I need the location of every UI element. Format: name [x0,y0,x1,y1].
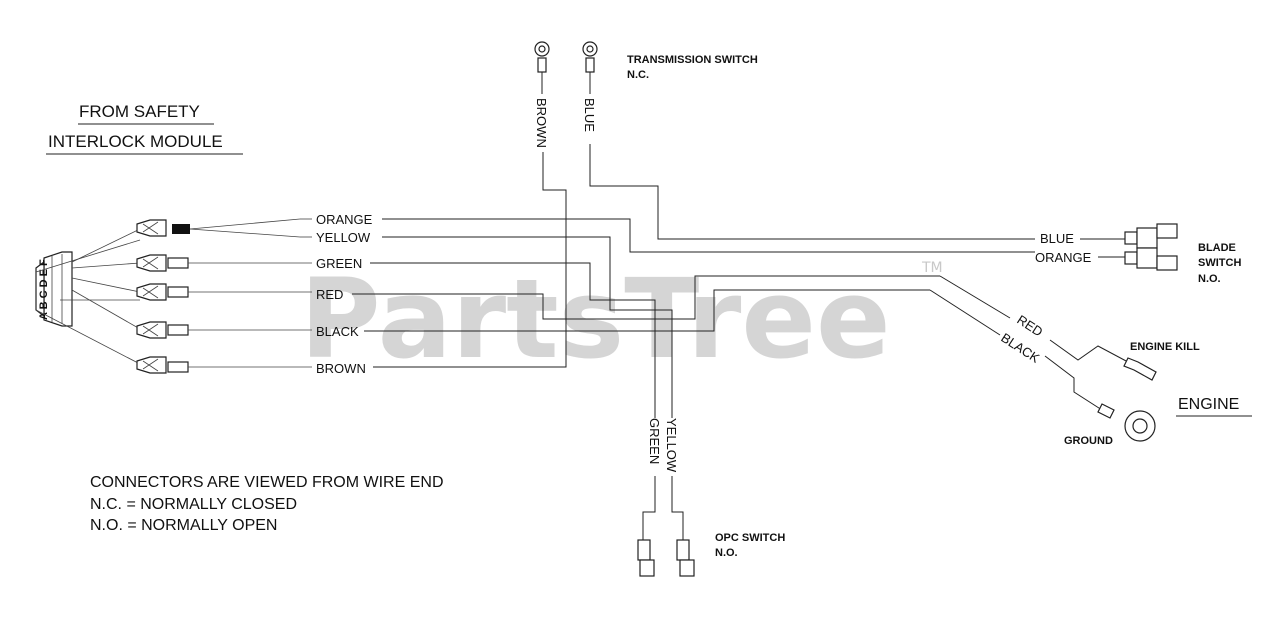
blade-switch: BLUE ORANGE BLADE SWITCH N.O. [1035,223,1241,285]
engine-harness: RED BLACK ENGINE KILL GROUND ENGINE [929,275,1252,447]
blade-switch-label-1: BLADE [1198,242,1236,254]
module-title-line1: FROM SAFETY [79,102,200,121]
module-title: FROM SAFETY INTERLOCK MODULE [46,102,243,155]
blade-switch-label-3: N.O. [1198,273,1221,285]
note-line-3: N.O. = NORMALLY OPEN [90,517,277,534]
wire-label-red-engine: RED [1014,312,1045,340]
engine-kill-label: ENGINE KILL [1130,341,1200,353]
fan-lines [35,228,141,365]
terminal-black [136,321,189,339]
transmission-switch: BROWN BLUE TRANSMISSION SWITCH N.C. [534,41,1035,240]
note-line-2: N.C. = NORMALLY CLOSED [90,496,297,513]
notes: CONNECTORS ARE VIEWED FROM WIRE END N.C.… [90,474,444,534]
opc-switch-label-2: N.O. [715,547,738,559]
engine-kill-terminal [1123,357,1157,381]
terminal-brown [136,356,189,374]
terminal-green [136,254,189,272]
wire-label-black: BLACK [316,324,359,339]
wire-label-yellow: YELLOW [316,230,371,245]
opc-switch-label-1: OPC SWITCH [715,532,785,544]
connector-pin-letters: A B C D E F [38,259,50,320]
opc-switch: GREEN YELLOW OPC SWITCH N.O. [637,418,785,577]
interlock-connector: A B C D E F [35,251,73,327]
left-terminals [136,218,301,374]
ground-terminal [1097,403,1156,442]
left-wire-runs: ORANGE YELLOW GREEN RED BLACK BROWN [188,152,1035,418]
wire-label-brown-top: BROWN [534,98,549,148]
watermark-tm: TM [921,260,943,276]
terminal-red [136,283,189,301]
module-title-line2: INTERLOCK MODULE [48,132,223,151]
transmission-switch-label-1: TRANSMISSION SWITCH [627,54,758,66]
note-line-1: CONNECTORS ARE VIEWED FROM WIRE END [90,474,444,491]
wire-label-blue-right: BLUE [1040,231,1074,246]
wire-label-green-bottom: GREEN [647,418,662,464]
blade-switch-label-2: SWITCH [1198,257,1241,269]
wire-label-orange: ORANGE [316,212,373,227]
wire-label-red: RED [316,287,343,302]
wire-label-green: GREEN [316,256,362,271]
engine-label: ENGINE [1178,396,1239,413]
wire-label-blue-top: BLUE [582,98,597,132]
ground-label: GROUND [1064,435,1113,447]
wire-label-orange-right: ORANGE [1035,250,1092,265]
wire-label-brown: BROWN [316,361,366,376]
transmission-switch-label-2: N.C. [627,69,649,81]
terminal-orange [136,219,190,237]
wire-label-yellow-bottom: YELLOW [664,418,679,473]
